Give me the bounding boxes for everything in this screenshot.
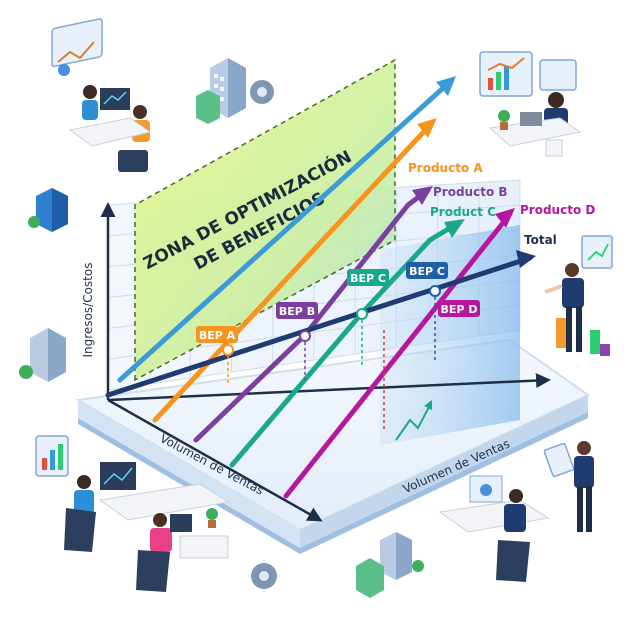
bep-markers: BEP A BEP B BEP C BEP C BEP D bbox=[196, 262, 480, 356]
desk-scene-bottom-left bbox=[35, 435, 230, 592]
bep-badge-c2-bg bbox=[406, 262, 448, 279]
series-line-producto-d bbox=[283, 211, 513, 499]
bep-badge-c-bg bbox=[347, 269, 389, 286]
series-arrow-producto-b bbox=[412, 186, 433, 205]
desk-scene-top-left bbox=[51, 18, 274, 172]
bar-chart-icon bbox=[51, 18, 103, 76]
series-label-product-c: Product C bbox=[430, 205, 496, 219]
bep-point-a bbox=[222, 344, 234, 356]
gear-icon-bottom bbox=[251, 563, 277, 589]
profit-optimization-zone: ZONA DE OPTIMIZACIÓN DE BENEFICIOS bbox=[134, 58, 396, 382]
bep-badge-d-bg bbox=[438, 300, 480, 317]
building-icon bbox=[196, 58, 246, 124]
bep-badge-a: BEP A bbox=[199, 329, 236, 342]
bep-drop-lines bbox=[227, 291, 436, 430]
building-left-top bbox=[28, 188, 68, 232]
building-left-mid bbox=[19, 328, 66, 382]
series-label-total: Total bbox=[524, 233, 557, 247]
series-line-producto-a bbox=[152, 120, 435, 423]
series-label-producto-a: Producto A bbox=[408, 161, 483, 175]
series-line-product-c bbox=[229, 219, 463, 468]
series-label-producto-d: Producto D bbox=[520, 203, 595, 217]
growth-mini-arrow bbox=[395, 400, 432, 441]
bep-point-b bbox=[299, 330, 311, 342]
bep-badge-b: BEP B bbox=[279, 305, 315, 318]
right-panel bbox=[380, 225, 520, 445]
desk-scene-top-right bbox=[479, 51, 582, 157]
bep-point-c bbox=[356, 308, 368, 320]
desk-scene-bottom-right bbox=[438, 441, 594, 582]
series-arrow-product-c bbox=[444, 219, 465, 238]
y-axis-label: Ingresos/Costos bbox=[81, 263, 95, 358]
series-arrow-producto-a bbox=[417, 118, 437, 138]
series-line-total bbox=[105, 255, 533, 398]
bep-point-c2 bbox=[429, 285, 441, 297]
building-bottom bbox=[356, 532, 424, 598]
monitor-icon bbox=[100, 88, 130, 110]
series-line-top bbox=[117, 77, 455, 383]
bep-badge-b-bg bbox=[276, 302, 318, 319]
series-label-producto-b: Producto B bbox=[433, 185, 508, 199]
series-arrow-top bbox=[436, 76, 456, 96]
bep-badge-d: BEP D bbox=[441, 303, 478, 316]
presenter-right bbox=[544, 235, 613, 356]
series-labels: Producto A Producto B Product C Producto… bbox=[408, 161, 595, 247]
series-arrow-producto-d bbox=[495, 208, 515, 228]
plant-icon bbox=[498, 110, 510, 130]
gear-icon bbox=[250, 80, 274, 104]
bep-badge-c: BEP C bbox=[350, 272, 386, 285]
bep-badge-c2: BEP C bbox=[409, 265, 445, 278]
bep-badge-a-bg bbox=[196, 326, 238, 343]
series-arrow-total bbox=[516, 250, 536, 268]
